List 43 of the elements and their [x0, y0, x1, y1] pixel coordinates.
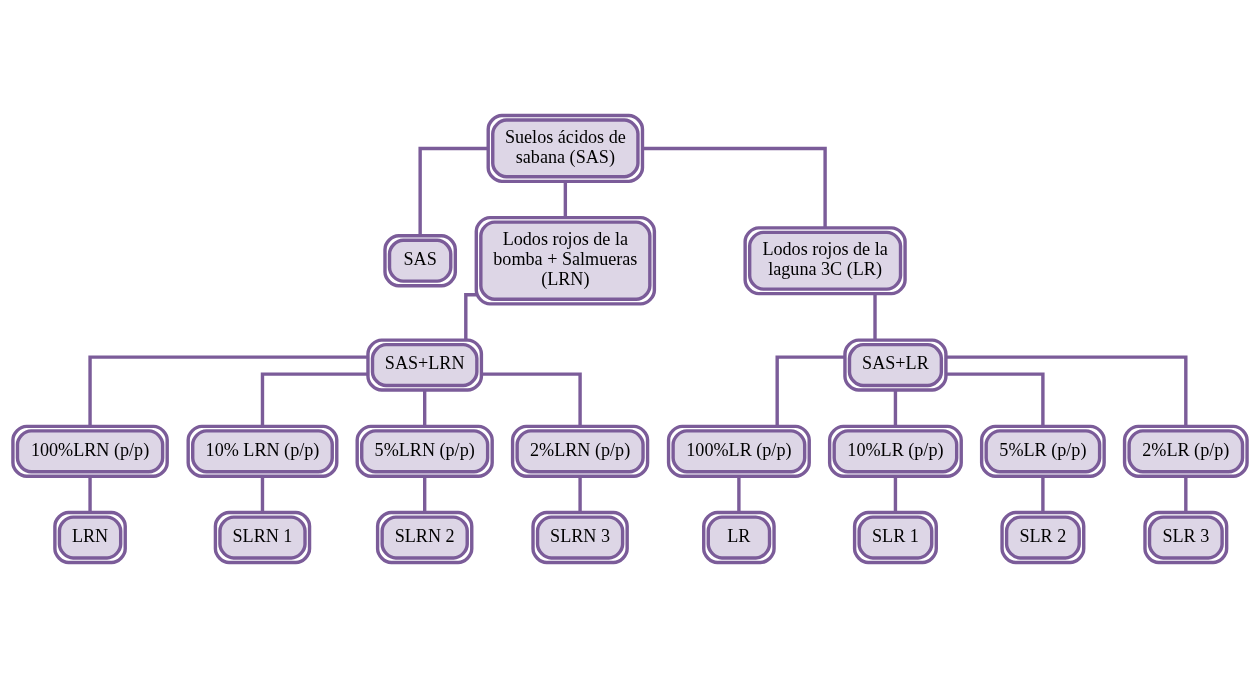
connector [737, 476, 741, 512]
node-box: SLR 2 [1000, 510, 1086, 564]
node-box: Suelos ácidos de sabana (SAS) [486, 113, 645, 183]
connector [1041, 476, 1045, 512]
connector [873, 293, 877, 340]
node-box: LR [702, 510, 776, 564]
connector [1184, 476, 1188, 512]
node-box: Lodos rojos de la bomba + Salmueras (LRN) [474, 215, 657, 306]
connector [481, 371, 582, 426]
connector [423, 390, 427, 426]
node-box: 2%LRN (p/p) [510, 424, 650, 478]
node-box: 10%LR (p/p) [827, 424, 963, 478]
node-box: 5%LR (p/p) [979, 424, 1106, 478]
connector [642, 146, 827, 228]
connector [946, 354, 1188, 426]
connector [946, 371, 1045, 426]
connector [893, 476, 898, 512]
node-box: SAS+LRN [366, 337, 484, 392]
connector [578, 476, 582, 512]
connector [775, 354, 845, 426]
node-box: SLRN 1 [213, 510, 312, 564]
node-box: SLRN 3 [531, 510, 629, 564]
node-box: 10% LRN (p/p) [186, 424, 339, 478]
connector [893, 390, 898, 426]
node-box: SLR 3 [1143, 510, 1229, 564]
node-box: LRN [53, 510, 127, 564]
connector [260, 371, 368, 426]
connector [418, 146, 489, 235]
node-box: 2%LR (p/p) [1122, 424, 1249, 478]
connector [563, 181, 568, 217]
connector [88, 476, 92, 512]
connector [88, 354, 368, 426]
node-box: 100%LR (p/p) [666, 424, 811, 478]
node-box: Lodos rojos de la laguna 3C (LR) [743, 225, 907, 295]
node-box: SLRN 2 [375, 510, 474, 564]
node-box: SAS [383, 233, 457, 287]
node-box: SLR 1 [852, 510, 938, 564]
node-box: SAS+LR [843, 337, 948, 392]
node-box: 100%LRN (p/p) [11, 424, 169, 478]
node-box: 5%LRN (p/p) [355, 424, 494, 478]
connector [464, 292, 477, 340]
connector [423, 476, 427, 512]
connector [260, 476, 265, 512]
